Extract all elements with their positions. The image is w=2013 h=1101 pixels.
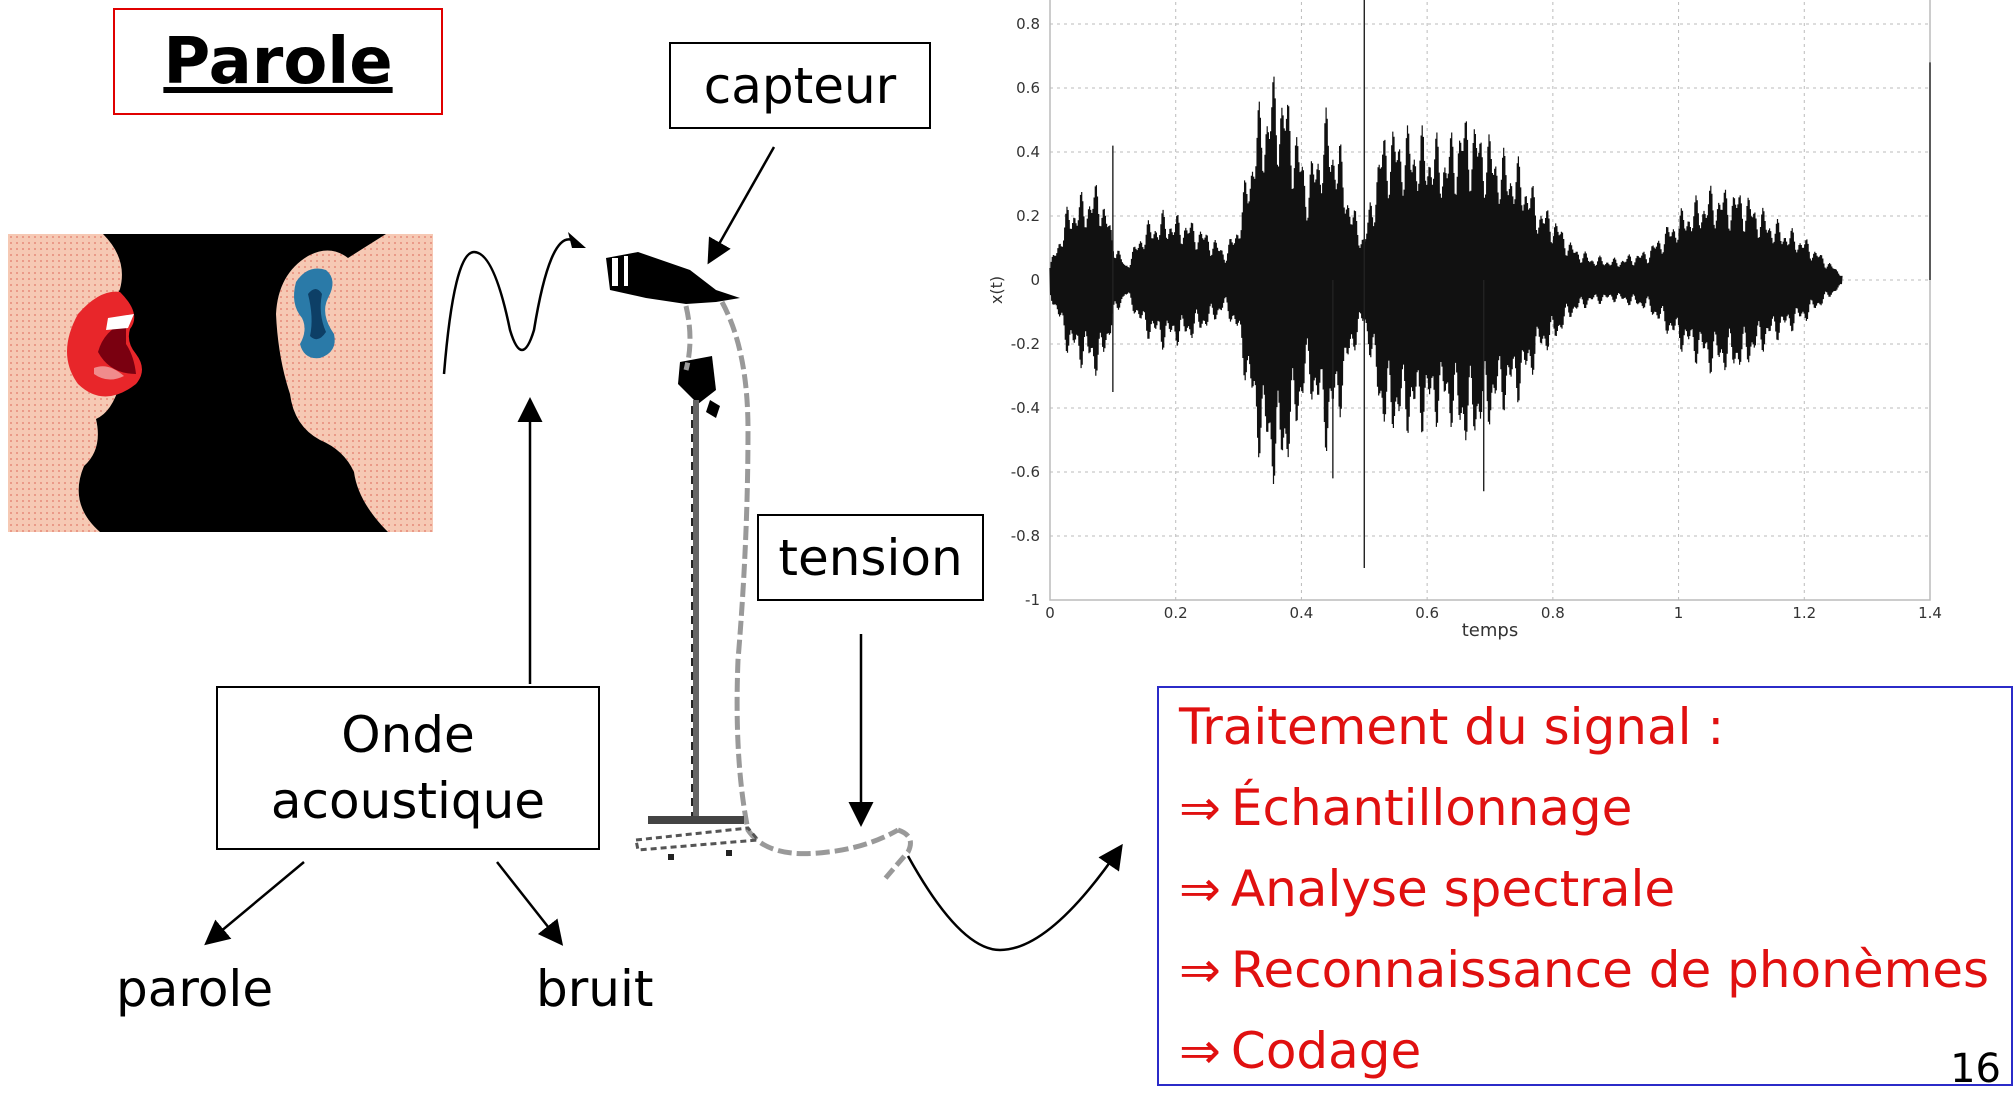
- implies-arrow-icon: ⇒: [1179, 1022, 1221, 1080]
- processing-step: ⇒Reconnaissance de phonèmes: [1179, 941, 1990, 999]
- page-number: 16: [1950, 1046, 2001, 1092]
- x-tick-label: 0: [1045, 604, 1055, 622]
- connector-arrows: [204, 146, 1123, 952]
- onde-acoustique-box: Onde acoustique: [216, 686, 600, 850]
- y-tick-label: 0.2: [1016, 207, 1040, 225]
- parole-label: parole: [116, 960, 274, 1018]
- y-tick-label: -0.2: [1011, 335, 1040, 353]
- processing-heading: Traitement du signal :: [1179, 698, 1725, 756]
- x-tick-label: 0.8: [1541, 604, 1565, 622]
- bruit-label: bruit: [536, 960, 654, 1018]
- processing-step: ⇒Codage: [1179, 1022, 1422, 1080]
- capteur-label: capteur: [669, 42, 931, 129]
- x-tick-label: 1.4: [1918, 604, 1942, 622]
- x-tick-label: 0.2: [1164, 604, 1188, 622]
- waveform-series: [1049, 76, 1843, 485]
- y-axis-label: x(t): [987, 276, 1006, 304]
- y-tick-label: 0.6: [1016, 79, 1040, 97]
- x-tick-label: 0.4: [1289, 604, 1313, 622]
- implies-arrow-icon: ⇒: [1179, 941, 1221, 999]
- microphone-icon: [606, 252, 913, 880]
- x-tick-label: 1: [1674, 604, 1684, 622]
- waveform-chart: 0 0.2 0.4 0.6 0.8 1 1.2 1.4 -1 -0.8 -0.6 -0.4 -0.2 0…: [987, 0, 1942, 641]
- signal-processing-box: Traitement du signal : ⇒Échantillonnage …: [1157, 686, 2013, 1086]
- x-tick-label: 1.2: [1792, 604, 1816, 622]
- x-axis-label: temps: [1462, 620, 1518, 641]
- tension-label: tension: [757, 514, 984, 601]
- y-tick-label: 0: [1030, 271, 1040, 289]
- implies-arrow-icon: ⇒: [1179, 860, 1221, 918]
- implies-arrow-icon: ⇒: [1179, 779, 1221, 837]
- y-tick-label: -0.8: [1011, 527, 1040, 545]
- x-tick-label: 0.6: [1415, 604, 1439, 622]
- y-tick-label: 0.4: [1016, 143, 1040, 161]
- y-tick-label: -1: [1025, 591, 1040, 609]
- onde-line-2: acoustique: [270, 772, 546, 830]
- onde-line-1: Onde: [341, 706, 475, 764]
- processing-step: ⇒Analyse spectrale: [1179, 860, 1676, 918]
- y-tick-label: -0.6: [1011, 463, 1040, 481]
- y-tick-label: 0.8: [1016, 15, 1040, 33]
- y-tick-label: -0.4: [1011, 399, 1040, 417]
- waveform-spikes: [1112, 0, 1931, 568]
- slide-title: Parole: [113, 8, 443, 115]
- mouth-ear-illustration: [8, 234, 433, 532]
- processing-step: ⇒Échantillonnage: [1179, 779, 1633, 837]
- sound-wave-squiggle: [442, 232, 586, 375]
